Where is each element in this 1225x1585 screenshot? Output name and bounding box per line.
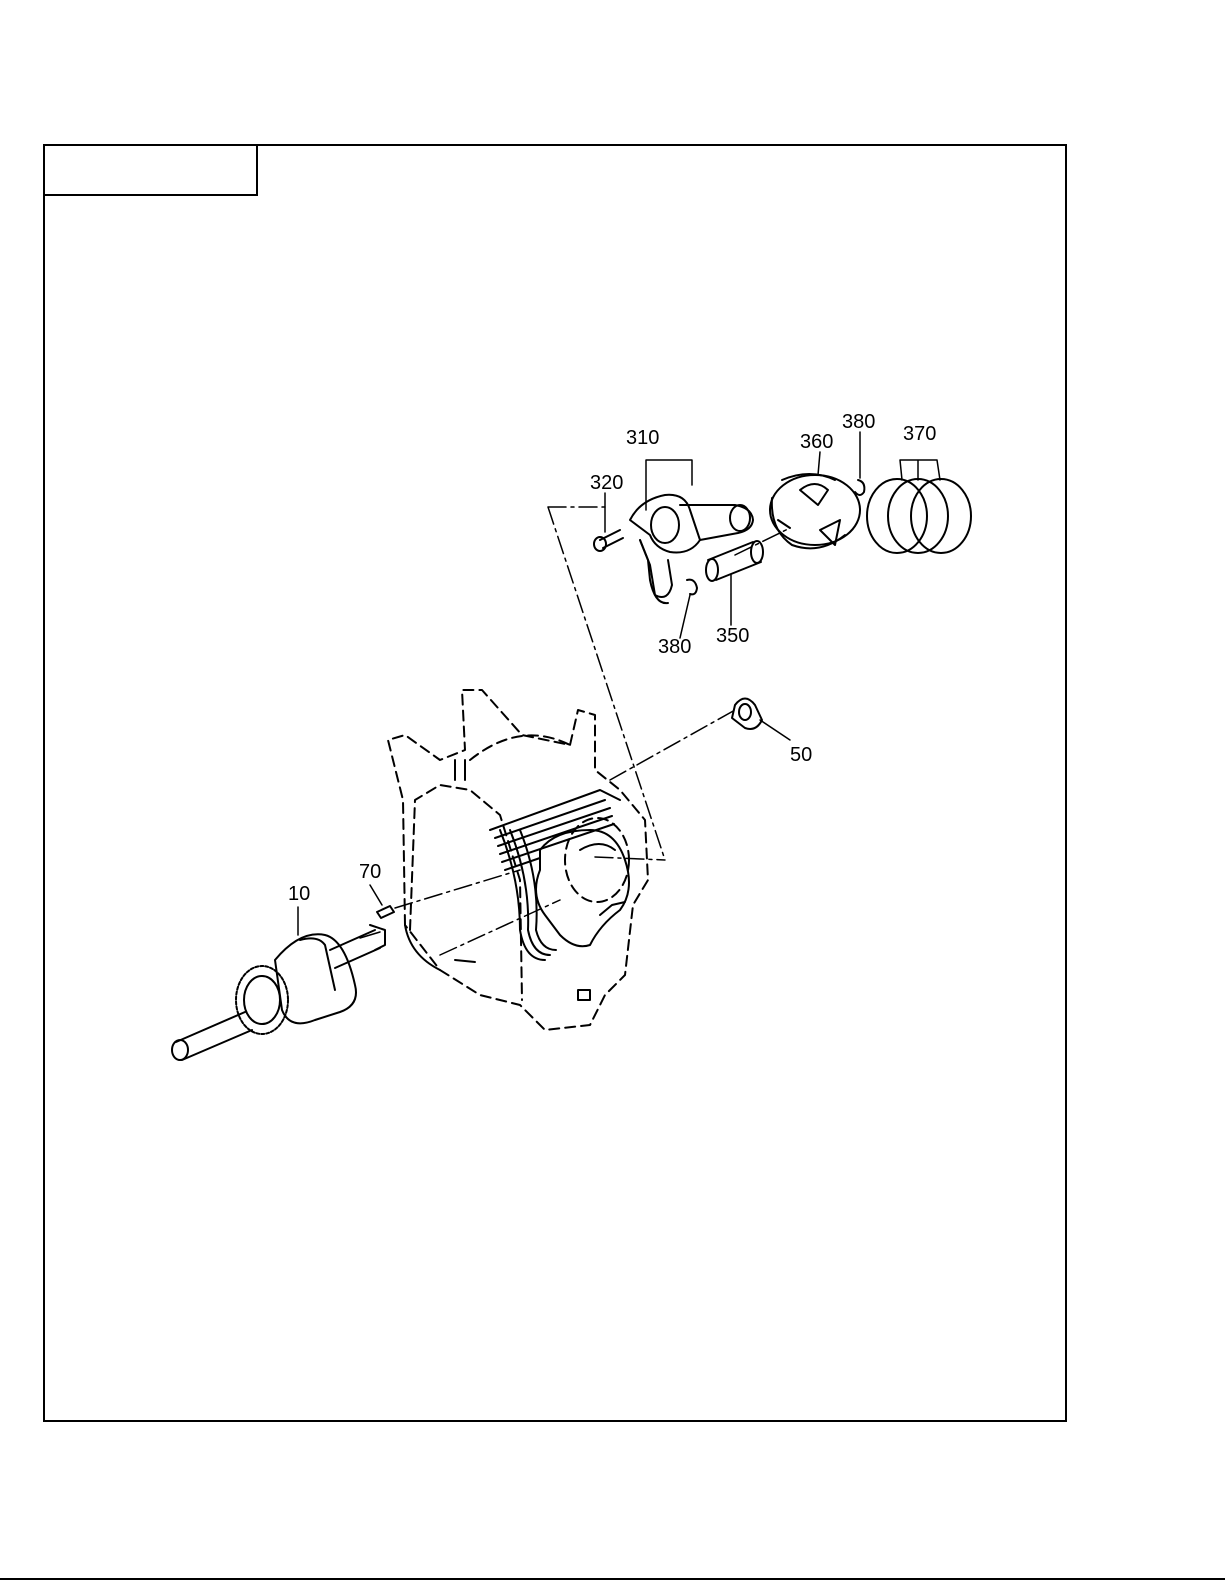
callout-50: 50: [790, 745, 812, 765]
callout-310: 310: [626, 428, 659, 448]
crankshaft: [172, 925, 385, 1060]
key-part: [377, 906, 394, 918]
circlip-lower: [687, 580, 697, 595]
callout-70: 70: [359, 862, 381, 882]
flange-nut: [732, 699, 762, 730]
leader-lines: [298, 432, 940, 955]
callout-370: 370: [903, 424, 936, 444]
piston: [770, 474, 860, 548]
piston-rings: [867, 479, 971, 553]
circlip-upper: [855, 480, 864, 495]
callout-380-upper: 380: [842, 412, 875, 432]
callout-360: 360: [800, 432, 833, 452]
piston-pin: [706, 541, 763, 581]
rod-bolt: [594, 530, 623, 551]
crankcase-block: [388, 690, 648, 1030]
callout-10: 10: [288, 884, 310, 904]
callout-350: 350: [716, 626, 749, 646]
page-bottom-rule: [0, 1578, 1225, 1580]
callout-320: 320: [590, 473, 623, 493]
callout-380-lower: 380: [658, 637, 691, 657]
